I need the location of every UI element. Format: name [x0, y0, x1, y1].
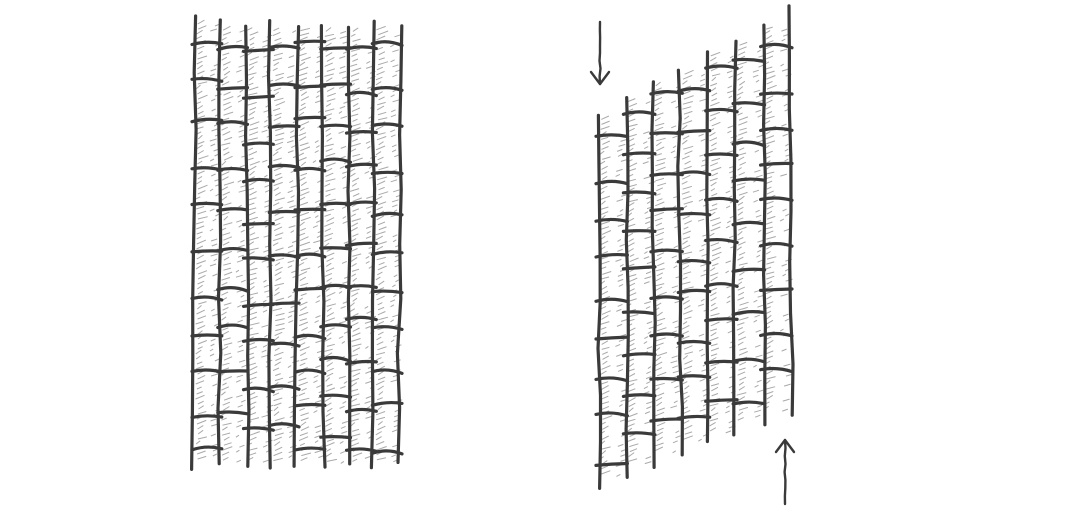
cross-wall — [678, 416, 709, 418]
cross-wall — [761, 163, 792, 165]
cross-wall — [623, 395, 655, 397]
cross-wall — [244, 143, 274, 145]
cross-wall — [706, 400, 737, 402]
cross-wall — [651, 209, 682, 211]
cross-wall — [678, 214, 709, 215]
cross-wall — [192, 416, 222, 418]
cross-wall — [623, 231, 655, 232]
cross-wall — [596, 337, 627, 339]
cross-wall — [321, 437, 351, 438]
cross-wall — [596, 464, 627, 466]
cross-wall — [596, 135, 627, 137]
cross-wall — [623, 153, 655, 155]
cross-wall — [733, 402, 765, 404]
arrow-shaft — [600, 22, 601, 84]
cross-wall — [321, 248, 351, 249]
cross-wall — [623, 267, 655, 269]
cross-wall — [733, 179, 765, 181]
cross-wall — [244, 224, 274, 225]
cross-wall — [295, 117, 325, 118]
cross-wall — [347, 132, 377, 133]
cross-wall — [218, 88, 248, 90]
cross-wall — [623, 192, 655, 194]
cross-wall — [321, 84, 351, 85]
cross-wall — [761, 93, 792, 94]
cross-wall — [192, 335, 222, 336]
cross-wall — [295, 209, 325, 210]
cross-wall — [347, 286, 377, 288]
cross-wall — [218, 371, 248, 372]
cross-wall — [244, 50, 274, 52]
cross-wall — [295, 405, 325, 406]
cross-wall — [269, 211, 299, 212]
cross-wall — [372, 291, 402, 293]
cross-wall — [623, 312, 655, 314]
cross-wall — [623, 433, 655, 435]
cross-wall — [192, 203, 222, 204]
cross-wall — [678, 131, 709, 133]
cross-wall — [678, 342, 709, 344]
cross-wall — [651, 378, 682, 380]
cross-wall — [218, 412, 248, 414]
cross-wall — [269, 126, 299, 128]
cross-wall — [706, 319, 737, 321]
cross-wall — [244, 96, 274, 98]
cross-wall — [269, 303, 299, 304]
cross-wall — [706, 154, 737, 155]
cross-wall — [651, 250, 682, 252]
cross-wall — [761, 289, 792, 290]
cross-wall — [372, 172, 402, 173]
cross-wall — [244, 340, 274, 342]
arrow-shaft — [785, 440, 786, 504]
cross-wall — [295, 41, 325, 42]
cross-wall — [678, 376, 709, 378]
cross-wall — [321, 125, 351, 126]
